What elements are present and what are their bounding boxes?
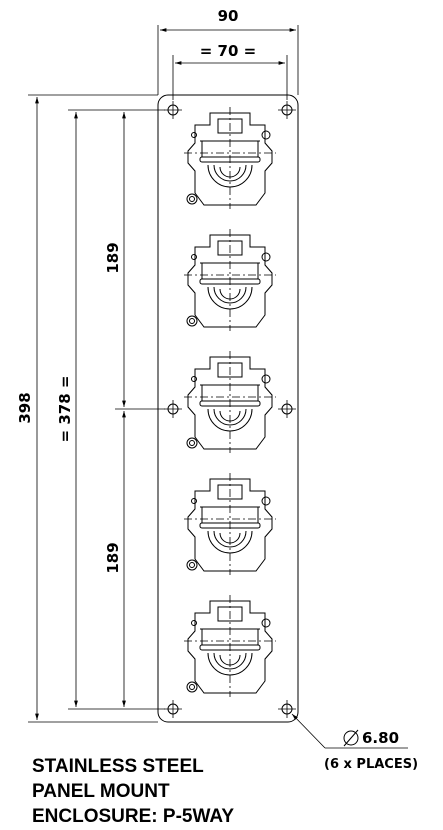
outlet-4 — [183, 472, 277, 576]
hole-spacing-height-label: = 378 = — [56, 376, 74, 443]
mount-hole-mid-left — [163, 399, 183, 419]
hole-spacing-width-label: = 70 = — [200, 42, 256, 60]
hole-places-label: (6 x PLACES) — [324, 757, 418, 772]
title-line-3: ENCLOSURE: P-5WAY — [32, 806, 234, 827]
lower-pitch-label: 189 — [104, 542, 122, 573]
outlet-1 — [183, 106, 277, 210]
mount-hole-mid-right — [277, 399, 297, 419]
outlet-2 — [183, 228, 277, 332]
outlet-3 — [183, 350, 277, 454]
title-line-1: STAINLESS STEEL — [32, 756, 204, 777]
hole-diameter-label: 6.80 — [362, 729, 399, 747]
overall-height-label: 398 — [16, 392, 34, 423]
mount-hole-bottom-left — [163, 699, 183, 719]
diameter-symbol-icon — [343, 729, 359, 747]
outlet-5 — [183, 594, 277, 698]
mount-hole-top-right — [277, 100, 297, 120]
hole-leader-line — [291, 713, 326, 749]
title-line-2: PANEL MOUNT — [32, 781, 170, 802]
mount-hole-top-left — [163, 100, 183, 120]
overall-width-label: 90 — [218, 7, 239, 25]
panel-outline — [157, 94, 299, 723]
upper-pitch-label: 189 — [104, 242, 122, 273]
